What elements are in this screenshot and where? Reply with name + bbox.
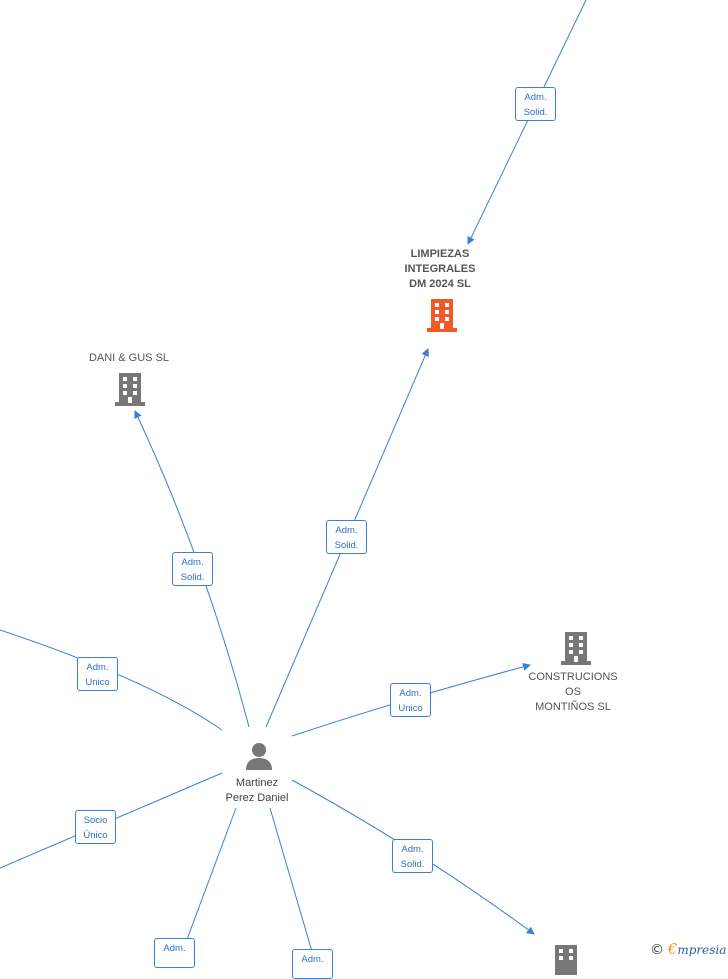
edge-label-bottom-left[interactable]: Adm. — [154, 938, 195, 968]
edge-label-person-to-limpiezas[interactable]: Adm. Solid. — [326, 520, 367, 554]
edge-top-to-limpiezas — [467, 0, 587, 245]
edge-bottom-left — [182, 807, 237, 951]
edge-label-top-to-limpiezas[interactable]: Adm. Solid. — [515, 87, 556, 121]
edge-label-person-to-bottom-right[interactable]: Adm. Solid. — [392, 839, 433, 873]
brand-initial: € — [667, 940, 678, 958]
node-label-dani-gus[interactable]: DANI & GUS SL — [88, 352, 170, 364]
edge-label-left-upper[interactable]: Adm. Unico — [77, 657, 118, 691]
building-icon[interactable] — [426, 297, 458, 333]
copyright-symbol: © — [650, 942, 664, 958]
edge-label-left-lower[interactable]: Socio Único — [75, 810, 116, 844]
node-label-construcciones[interactable]: CONSTRUCIONS OS MONTIÑOS SL — [528, 671, 618, 713]
building-icon[interactable] — [550, 943, 582, 979]
node-label-person[interactable]: Martinez Perez Daniel — [225, 777, 289, 804]
building-icon[interactable] — [560, 630, 592, 666]
person-icon[interactable] — [244, 741, 274, 771]
brand-name: mpresia — [677, 943, 727, 957]
node-label-limpiezas[interactable]: LIMPIEZAS INTEGRALES DM 2024 SL — [404, 248, 476, 290]
empresia-watermark: © €mpresia — [650, 940, 726, 958]
edge-bottom-mid — [269, 807, 314, 956]
edge-label-bottom-mid[interactable]: Adm. — [292, 949, 333, 979]
edge-label-person-to-dani-gus[interactable]: Adm. Solid. — [172, 552, 213, 586]
edge-label-person-to-construcciones[interactable]: Adm. Unico — [390, 683, 431, 717]
building-icon[interactable] — [114, 371, 146, 407]
edge-left-upper — [0, 629, 223, 731]
